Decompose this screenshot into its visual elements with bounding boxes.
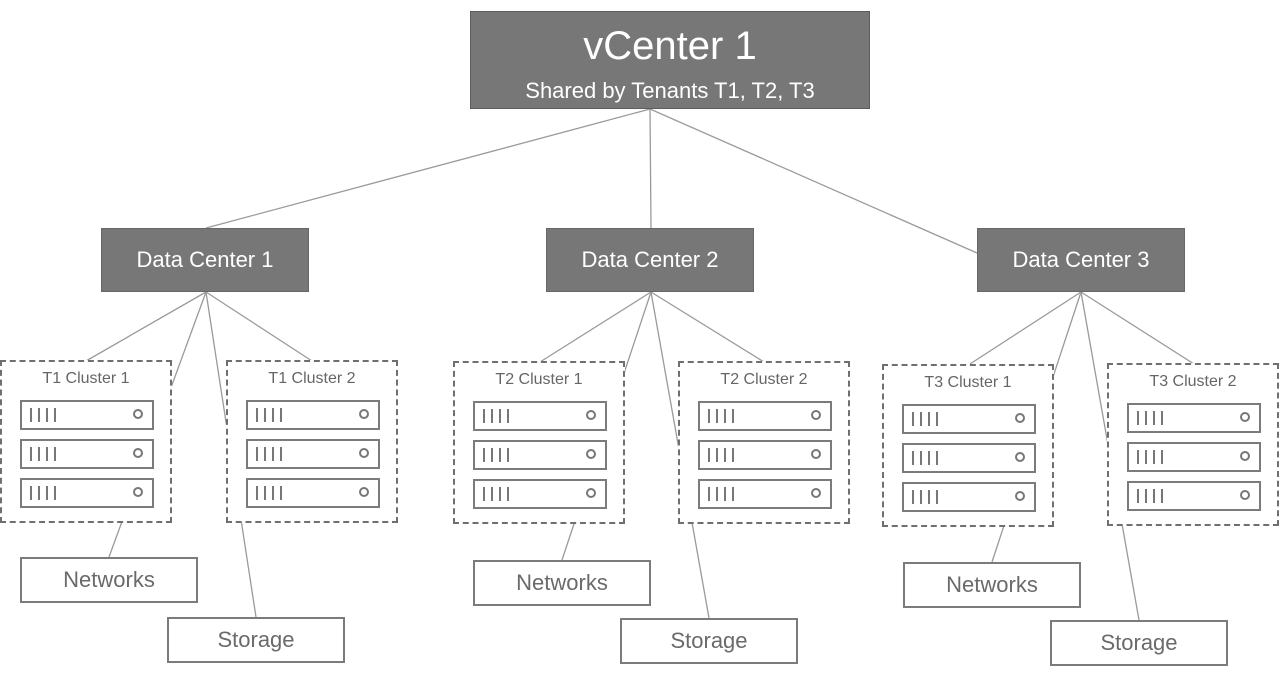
server-icon xyxy=(473,440,607,470)
server-icon xyxy=(902,443,1036,473)
vcenter-title: vCenter 1 xyxy=(583,24,757,68)
storage-label: Storage xyxy=(670,628,748,653)
server-icon xyxy=(246,400,380,430)
server-icon xyxy=(1127,403,1261,433)
server-icon xyxy=(698,401,832,431)
storage-box-dc2[interactable]: Storage xyxy=(620,618,798,664)
storage-label: Storage xyxy=(217,627,295,652)
link-dc3-cluster2 xyxy=(1080,291,1195,365)
cluster-label: T1 Cluster 1 xyxy=(42,370,130,387)
cluster-t3-1[interactable]: T3 Cluster 1 xyxy=(882,364,1054,527)
networks-label: Networks xyxy=(946,572,1038,597)
server-icon xyxy=(698,440,832,470)
networks-box-dc3[interactable]: Networks xyxy=(903,562,1081,608)
datacenter-2-box[interactable]: Data Center 2 xyxy=(546,228,754,292)
server-icon xyxy=(20,439,154,469)
server-icon xyxy=(246,478,380,508)
server-icon xyxy=(20,478,154,508)
storage-label: Storage xyxy=(1100,630,1178,655)
cluster-label: T1 Cluster 2 xyxy=(268,370,356,387)
cluster-label: T2 Cluster 1 xyxy=(495,371,583,388)
cluster-t1-1[interactable]: T1 Cluster 1 xyxy=(0,360,172,523)
server-icon xyxy=(902,404,1036,434)
link-vcenter-dc2 xyxy=(649,108,652,229)
datacenter-3-box[interactable]: Data Center 3 xyxy=(977,228,1185,292)
link-vcenter-dc3 xyxy=(649,108,978,254)
cluster-label: T3 Cluster 2 xyxy=(1149,373,1237,390)
cluster-t2-1[interactable]: T2 Cluster 1 xyxy=(453,361,625,524)
server-icon xyxy=(246,439,380,469)
server-icon xyxy=(1127,481,1261,511)
server-icon xyxy=(698,479,832,509)
link-dc1-cluster2 xyxy=(205,291,313,362)
datacenter-3-label: Data Center 3 xyxy=(1012,247,1150,272)
storage-box-dc3[interactable]: Storage xyxy=(1050,620,1228,666)
storage-box-dc1[interactable]: Storage xyxy=(167,617,345,663)
networks-box-dc1[interactable]: Networks xyxy=(20,557,198,603)
server-icon xyxy=(20,400,154,430)
link-dc2-cluster2 xyxy=(650,291,765,363)
vcenter-box[interactable]: vCenter 1 Shared by Tenants T1, T2, T3 xyxy=(470,11,870,109)
link-vcenter-dc1 xyxy=(205,108,651,229)
cluster-t1-2[interactable]: T1 Cluster 2 xyxy=(226,360,398,523)
networks-label: Networks xyxy=(516,570,608,595)
cluster-t2-2[interactable]: T2 Cluster 2 xyxy=(678,361,850,524)
server-icon xyxy=(473,401,607,431)
datacenter-1-box[interactable]: Data Center 1 xyxy=(101,228,309,292)
vcenter-subtitle: Shared by Tenants T1, T2, T3 xyxy=(525,78,815,103)
server-icon xyxy=(473,479,607,509)
server-icon xyxy=(902,482,1036,512)
link-dc2-cluster1 xyxy=(539,291,652,363)
datacenter-2-label: Data Center 2 xyxy=(581,247,719,272)
cluster-t3-2[interactable]: T3 Cluster 2 xyxy=(1107,363,1279,526)
networks-label: Networks xyxy=(63,567,155,592)
cluster-label: T3 Cluster 1 xyxy=(924,374,1012,391)
server-icon xyxy=(1127,442,1261,472)
networks-box-dc2[interactable]: Networks xyxy=(473,560,651,606)
link-dc3-cluster1 xyxy=(969,291,1082,365)
cluster-label: T2 Cluster 2 xyxy=(720,371,808,388)
link-dc1-cluster1 xyxy=(85,291,207,362)
datacenter-1-label: Data Center 1 xyxy=(136,247,274,272)
